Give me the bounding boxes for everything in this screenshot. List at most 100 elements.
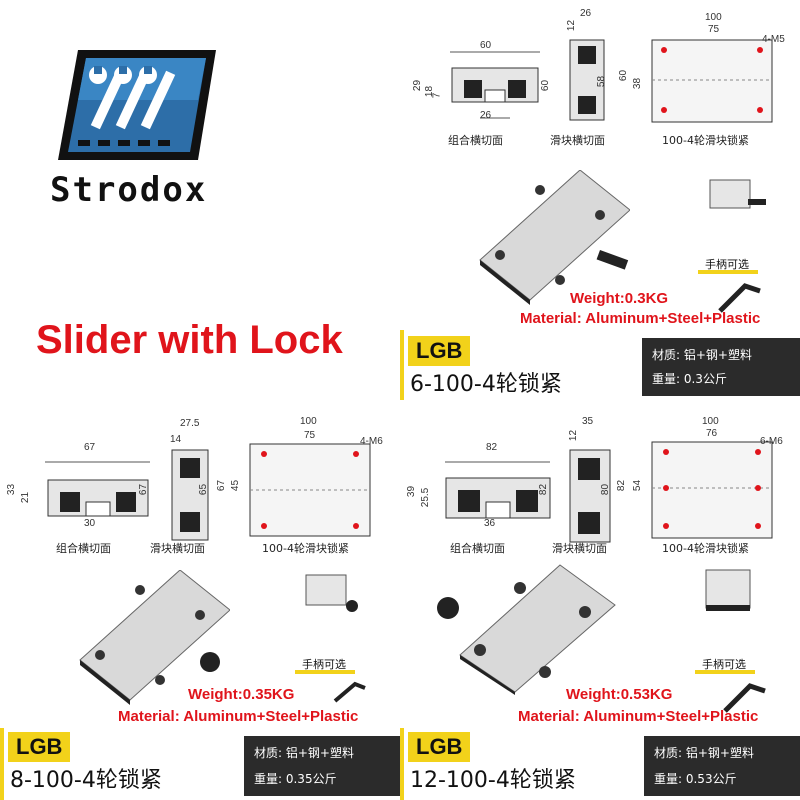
series-code: LGB (408, 732, 471, 762)
weight-label: Weight:0.3KG (570, 290, 669, 307)
caption-plate: 100-4轮滑块锁紧 (262, 542, 349, 555)
slider-photo (79, 570, 230, 705)
caption-slider: 滑块横切面 (150, 542, 205, 555)
spec-material: 材质: 铝+钢+塑料 (654, 746, 754, 760)
caption-combined: 组合横切面 (56, 542, 111, 555)
caption-combined: 组合横切面 (448, 134, 503, 147)
dim-h3: 7 (431, 92, 443, 99)
dim-screw: 4-M6 (360, 436, 383, 447)
caption-slider: 滑块横切面 (550, 134, 605, 147)
dim-plate-w: 100 (705, 12, 722, 23)
slider-thumbnail (705, 569, 751, 611)
handle-icon (723, 683, 766, 713)
material-label: Material: Aluminum+Steel+Plastic (118, 708, 359, 725)
dim-height: 33 (6, 483, 18, 496)
product-panel-1: 60 29 18 7 26 26 12 60 58 100 75 60 38 4… (400, 0, 800, 400)
dim-plate-h: 82 (616, 479, 628, 492)
dim-plate-hole: 75 (708, 24, 720, 35)
product-panel-2: 67 33 21 30 27.5 14 67 65 100 75 67 45 4… (0, 400, 400, 800)
material-label: Material: Aluminum+Steel+Plastic (520, 310, 761, 327)
handle-icon (718, 283, 761, 313)
dim-slider-w: 26 (580, 8, 592, 19)
model-name: 8-100-4轮锁紧 (10, 768, 162, 793)
caption-slider: 滑块横切面 (552, 542, 607, 555)
dim-slider-h: 67 (138, 483, 150, 496)
spec-weight: 重量: 0.35公斤 (254, 772, 337, 786)
dim-h2: 21 (20, 491, 32, 504)
slider-photo (479, 170, 630, 305)
dim-width: 67 (84, 442, 96, 453)
dim-plate-hole-h: 45 (230, 479, 242, 492)
weight-label: Weight:0.35KG (188, 686, 295, 703)
bottom-accent-bar (400, 728, 404, 800)
dim-plate-hole-h: 38 (632, 77, 644, 90)
slider-thumbnail (305, 574, 358, 612)
handle-optional-note: 手柄可选 (302, 658, 346, 671)
dim-plate-hole: 76 (706, 428, 718, 439)
caption-plate: 100-4轮滑块锁紧 (662, 542, 749, 555)
dim-width: 60 (480, 40, 492, 51)
dim-screw: 6-M6 (760, 436, 783, 447)
dim-slider-w: 35 (582, 416, 594, 427)
dim-plate-w: 100 (702, 416, 719, 427)
dim-base: 30 (84, 518, 96, 529)
model-name: 6-100-4轮锁紧 (410, 372, 562, 397)
model-name: 12-100-4轮锁紧 (410, 768, 576, 793)
spec-weight: 重量: 0.53公斤 (654, 772, 737, 786)
spec-box: 材质: 铝+钢+塑料 重量: 0.35公斤 (244, 736, 400, 796)
combined-cross-section (450, 51, 540, 119)
plate-top-view (651, 39, 773, 123)
dim-slider-t: 12 (566, 19, 578, 32)
slider-thumbnail (709, 179, 766, 209)
dim-slider-t: 14 (170, 434, 182, 445)
dim-plate-h: 60 (618, 69, 630, 82)
headline: Slider with Lock (36, 318, 343, 362)
product-panel-3: 82 39 25.5 36 35 12 82 80 100 76 82 54 6… (400, 400, 800, 800)
bottom-accent-bar (400, 330, 404, 400)
material-label: Material: Aluminum+Steel+Plastic (518, 708, 759, 725)
slider-cross-section (569, 449, 611, 543)
dim-base: 36 (484, 518, 496, 529)
dim-plate-hole: 75 (304, 430, 316, 441)
dim-base: 26 (480, 110, 492, 121)
dim-height: 39 (406, 485, 418, 498)
spec-material: 材质: 铝+钢+塑料 (254, 746, 354, 760)
plate-top-view (651, 441, 773, 539)
handle-optional-note: 手柄可选 (705, 258, 749, 271)
wrench-logo-icon (58, 50, 216, 160)
dim-plate-h: 67 (216, 479, 228, 492)
spec-material: 材质: 铝+钢+塑料 (652, 348, 752, 362)
caption-plate: 100-4轮滑块锁紧 (662, 134, 749, 147)
dim-slider-h2: 58 (596, 75, 608, 88)
combined-cross-section (45, 461, 150, 517)
slider-photo (437, 564, 616, 695)
dim-slider-h2: 80 (600, 483, 612, 496)
handle-optional-note: 手柄可选 (702, 658, 746, 671)
weight-label: Weight:0.53KG (566, 686, 673, 703)
note-underline (295, 670, 355, 674)
brand-name: Strodox (50, 170, 208, 210)
spec-box: 材质: 铝+钢+塑料 重量: 0.3公斤 (642, 338, 800, 396)
dim-slider-h2: 65 (198, 483, 210, 496)
dim-slider-h: 60 (540, 79, 552, 92)
plate-top-view (249, 443, 371, 537)
caption-combined: 组合横切面 (450, 542, 505, 555)
dim-width: 82 (486, 442, 498, 453)
dim-slider-t: 12 (568, 429, 580, 442)
handle-icon (333, 681, 366, 703)
combined-cross-section (445, 461, 551, 519)
slider-cross-section (569, 39, 605, 121)
series-code: LGB (8, 732, 71, 762)
spec-box: 材质: 铝+钢+塑料 重量: 0.53公斤 (644, 736, 800, 796)
dim-plate-hole-h: 54 (632, 479, 644, 492)
note-underline (695, 670, 755, 674)
bottom-accent-bar (0, 728, 4, 800)
series-code: LGB (408, 336, 471, 366)
brand-logo (48, 40, 228, 170)
dim-plate-w: 100 (300, 416, 317, 427)
spec-weight: 重量: 0.3公斤 (652, 372, 727, 386)
slider-cross-section (171, 449, 209, 541)
note-underline (698, 270, 758, 274)
dim-slider-w: 27.5 (180, 418, 200, 429)
dim-height: 29 (412, 79, 424, 92)
